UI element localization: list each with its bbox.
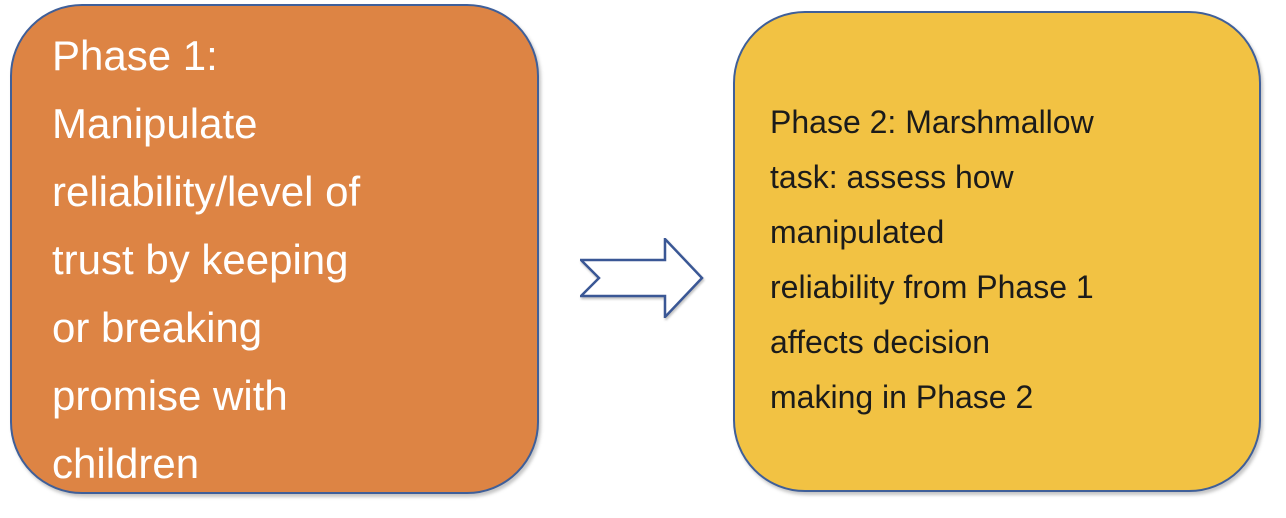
phase1-text-line: Phase 1: [52,32,218,79]
phase1-text-line: children [52,440,200,487]
phase2-text-line: reliability from Phase 1 [770,269,1094,305]
phase2-text-line: affects decision [770,324,990,360]
phase2-text-line: Phase 2: Marshmallow [770,104,1094,140]
phase2-text-line: manipulated [770,214,945,250]
phase1-box: Phase 1: Manipulate reliability/level of… [10,4,539,494]
phase2-text-line: task: assess how [770,159,1014,195]
phase2-text-line: making in Phase 2 [770,379,1034,415]
phase2-box: Phase 2: Marshmallow task: assess how ma… [733,11,1261,492]
phase1-text-line: Manipulate [52,100,258,147]
phase1-text-line: reliability/level of [52,168,361,215]
notched-right-arrow-icon [580,238,704,318]
phase1-text-line: trust by keeping [52,236,349,283]
phase1-text-line: promise with [52,372,288,419]
phase1-text-line: or breaking [52,304,263,351]
